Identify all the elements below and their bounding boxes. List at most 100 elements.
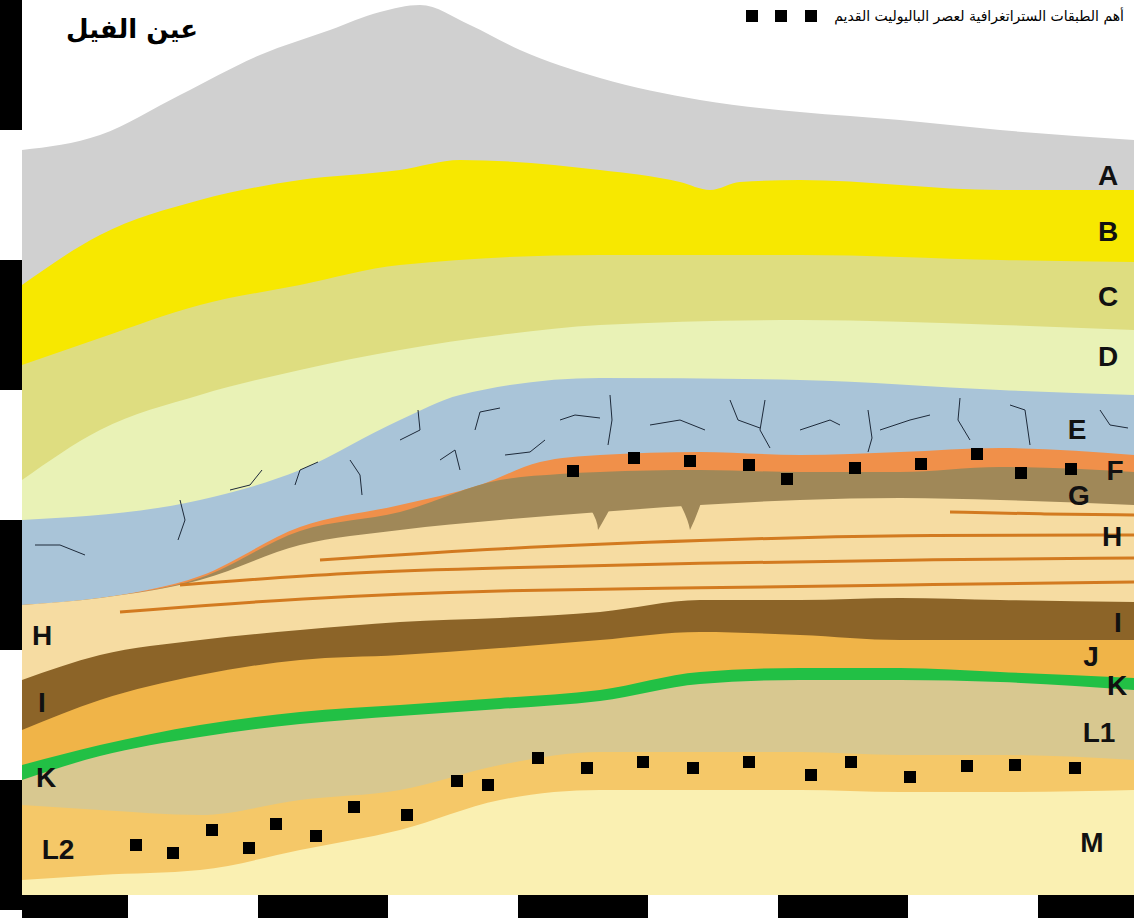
crack-line xyxy=(350,460,362,495)
layer-letter: D xyxy=(1098,343,1118,371)
paleolithic-marker xyxy=(581,762,593,774)
crack-line xyxy=(295,462,318,485)
scale-bar xyxy=(908,895,1038,918)
legend-square xyxy=(746,10,758,22)
orange-lens xyxy=(180,558,1134,585)
layer-letter: K xyxy=(1107,672,1127,700)
paleolithic-marker xyxy=(348,801,360,813)
paleolithic-marker xyxy=(167,847,179,859)
paleolithic-marker xyxy=(532,752,544,764)
scale-bar xyxy=(0,910,22,918)
crack-line xyxy=(560,415,600,420)
paleolithic-marker xyxy=(687,762,699,774)
layer-l2 xyxy=(22,752,1134,900)
layer-letter: G xyxy=(1068,482,1090,510)
scale-bar xyxy=(0,780,22,910)
scale-bar xyxy=(0,130,22,260)
layer-letter: H xyxy=(32,622,52,650)
paleolithic-marker xyxy=(1069,762,1081,774)
scale-bar xyxy=(778,895,908,918)
paleolithic-marker xyxy=(567,465,579,477)
layer-letter: I xyxy=(38,689,46,717)
crack-line xyxy=(230,470,262,490)
crack-line xyxy=(35,545,85,555)
crack-line xyxy=(1100,410,1128,428)
legend: أهم الطبقات الستراتغرافية لعصر الباليولي… xyxy=(744,8,1124,24)
paleolithic-marker xyxy=(1065,463,1077,475)
crack-line xyxy=(505,440,545,455)
paleolithic-marker xyxy=(206,824,218,836)
orange-lens xyxy=(120,582,1134,612)
scale-bar xyxy=(0,390,22,520)
layer-letter: I xyxy=(1114,609,1122,637)
layer-letter: M xyxy=(1080,829,1103,857)
layer-letter: E xyxy=(1068,416,1087,444)
paleolithic-marker xyxy=(845,756,857,768)
layer-b xyxy=(22,160,1134,900)
legend-sample xyxy=(744,8,820,24)
paleolithic-marker xyxy=(849,462,861,474)
crack-line xyxy=(475,408,500,430)
layer-j xyxy=(22,632,1134,900)
crack-line xyxy=(400,410,420,440)
legend-item: أهم الطبقات الستراتغرافية لعصر الباليولي… xyxy=(744,8,1124,24)
orange-lens xyxy=(320,535,1134,560)
scale-bar xyxy=(0,650,22,780)
paleolithic-marker xyxy=(684,455,696,467)
paleolithic-marker xyxy=(637,756,649,768)
crack-line xyxy=(800,420,840,430)
paleolithic-marker xyxy=(904,771,916,783)
crack-line xyxy=(730,400,760,428)
crack-line xyxy=(958,398,970,440)
crack-line xyxy=(608,395,612,445)
layer-letter: C xyxy=(1098,283,1118,311)
crack-line xyxy=(1010,405,1030,445)
layer-letter: L2 xyxy=(42,836,75,864)
layer-letter: K xyxy=(36,764,56,792)
layer-a xyxy=(22,5,1134,900)
paleolithic-marker xyxy=(1009,759,1021,771)
crack-line xyxy=(868,410,872,452)
legend-square xyxy=(805,10,817,22)
layer-letter: H xyxy=(1102,523,1122,551)
layer-l1 xyxy=(22,680,1134,900)
site-title: عين الفيل xyxy=(66,14,198,45)
orange-lens xyxy=(950,512,1134,515)
layer-f xyxy=(22,448,1134,900)
crack-line xyxy=(760,400,770,448)
crack-line xyxy=(880,415,930,430)
scale-bar xyxy=(0,520,22,650)
layer-i xyxy=(22,598,1134,900)
layer-letter: F xyxy=(1106,457,1123,485)
scale-bar xyxy=(128,895,258,918)
paleolithic-marker xyxy=(743,756,755,768)
layer-letter: J xyxy=(1083,643,1099,671)
layer-d xyxy=(22,320,1134,900)
paleolithic-marker xyxy=(482,779,494,791)
crack-line xyxy=(178,500,185,540)
paleolithic-marker xyxy=(628,452,640,464)
layer-m xyxy=(22,790,1134,900)
scale-bar xyxy=(258,895,388,918)
layer-letter: B xyxy=(1098,218,1118,246)
paleolithic-marker xyxy=(451,775,463,787)
layer-c xyxy=(22,255,1134,900)
scale-bar xyxy=(0,260,22,390)
paleolithic-marker xyxy=(1015,467,1027,479)
crack-line xyxy=(650,420,705,430)
scale-bar xyxy=(648,895,778,918)
scale-bar xyxy=(22,895,128,918)
layer-g xyxy=(22,467,1134,900)
paleolithic-marker xyxy=(781,473,793,485)
paleolithic-marker xyxy=(310,830,322,842)
crack-line xyxy=(440,450,460,470)
paleolithic-marker xyxy=(401,809,413,821)
scale-bar xyxy=(1038,895,1134,918)
paleolithic-marker xyxy=(270,818,282,830)
scale-bar xyxy=(0,0,22,130)
paleolithic-marker xyxy=(243,842,255,854)
paleolithic-marker xyxy=(961,760,973,772)
layer-letter: L1 xyxy=(1083,719,1116,747)
